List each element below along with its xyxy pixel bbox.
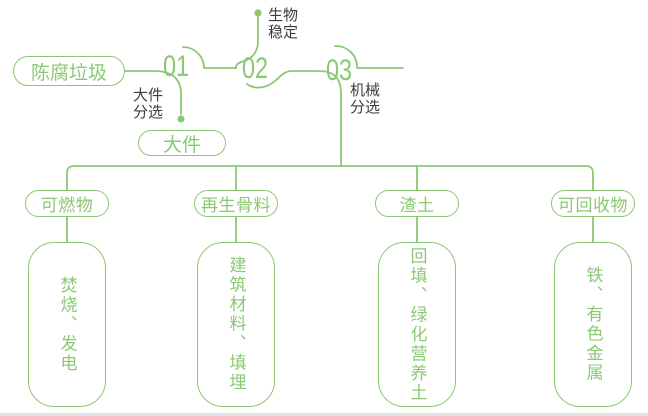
category-label: 可燃物 <box>40 196 94 215</box>
source-node: 陈腐垃圾 <box>13 56 125 86</box>
bio-branch-dot <box>254 9 262 17</box>
bulky-output-label: 大件 <box>162 134 201 156</box>
detail-box-slag-soil: 回填、绿化营养土 <box>378 242 456 407</box>
edge-step1-to-step2 <box>182 46 237 69</box>
detail-box-combustible: 焚烧、发电 <box>28 242 106 407</box>
detail-text: 回填、绿化营养土 <box>407 246 427 403</box>
category-node-recyclables: 可回收物 <box>551 190 635 217</box>
edge-step2-to-tree <box>246 70 342 167</box>
category-node-slag-soil: 渣土 <box>375 190 459 217</box>
step-1-label: 大件分选 <box>133 87 164 122</box>
bulky-branch-dot <box>177 115 185 123</box>
category-label: 渣土 <box>399 196 435 215</box>
edge-bio-to-step2 <box>235 16 259 69</box>
edge-source-to-bulky <box>124 70 182 115</box>
bulky-output-node: 大件 <box>138 130 226 156</box>
bottom-edge-divider <box>0 413 648 416</box>
detail-text: 铁、有色金属 <box>583 266 603 383</box>
edge-step3-tail <box>334 45 404 69</box>
category-node-recycled-aggregate: 再生骨料 <box>194 190 278 217</box>
step-1-number: 01 <box>163 50 190 83</box>
detail-box-recycled-aggregate: 建筑材料、填埋 <box>197 242 275 407</box>
detail-box-recyclables: 铁、有色金属 <box>554 242 632 407</box>
detail-text: 建筑材料、填埋 <box>226 256 246 393</box>
step-2-label: 生物稳定 <box>268 7 299 42</box>
edge-distribution-bus <box>66 165 594 191</box>
category-label: 可回收物 <box>558 196 628 215</box>
category-label: 再生骨料 <box>201 196 271 215</box>
step-3-label: 机械分选 <box>350 82 381 117</box>
step-2-number: 02 <box>242 52 269 85</box>
detail-text: 焚烧、发电 <box>57 275 77 374</box>
category-node-combustible: 可燃物 <box>25 190 109 217</box>
source-node-label: 陈腐垃圾 <box>30 62 107 84</box>
step-3-number: 03 <box>326 54 353 87</box>
